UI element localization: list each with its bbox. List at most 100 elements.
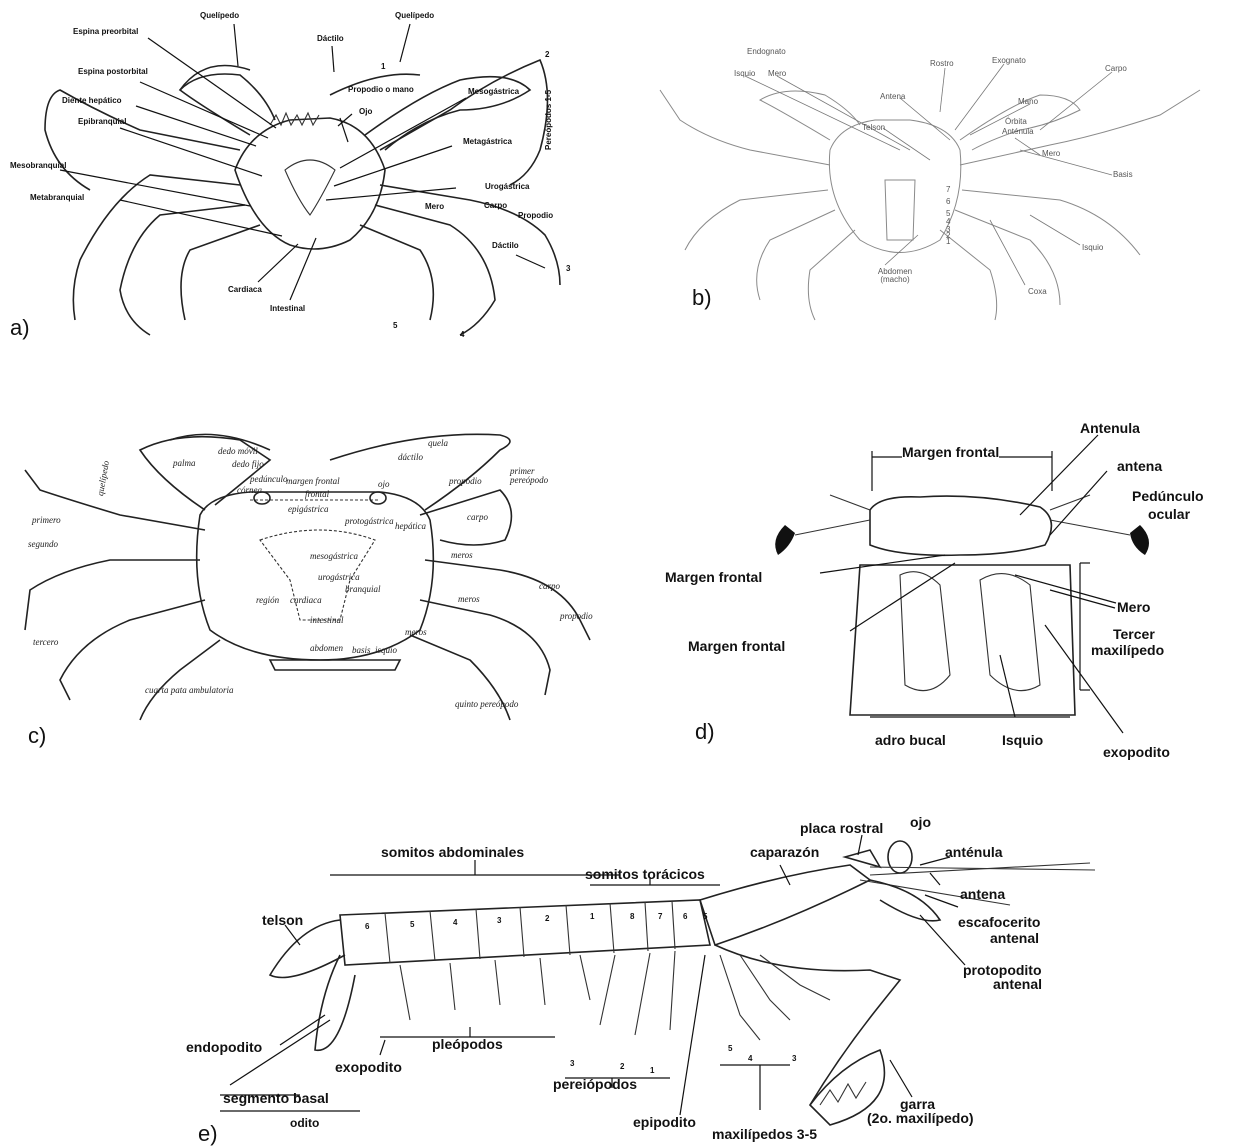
label-tercero: tercero	[33, 638, 58, 647]
label-margen-frontal-low: Margen frontal	[688, 639, 785, 653]
label-margen-frontal: margen frontal	[286, 477, 340, 486]
label-garra: garra	[900, 1097, 935, 1111]
label-pereopodos: Pereópodos 1-5	[545, 90, 553, 150]
crab-dorsal-drawing	[0, 0, 600, 350]
label-intestinal: intestinal	[310, 616, 344, 625]
label-quelipedo-right: Quelípedo	[395, 12, 434, 20]
label-isquio: Isquio	[1002, 733, 1043, 747]
segment-number: 3	[497, 917, 501, 925]
label-palma: palma	[173, 459, 196, 468]
label-antenal-2: antenal	[993, 977, 1042, 991]
segment-number: 7	[658, 913, 662, 921]
label-propodio: Propodio	[518, 212, 553, 220]
label-exopodito: exopodito	[1103, 745, 1170, 759]
label-garra-note: (2o. maxilípedo)	[867, 1111, 974, 1125]
label-orbita: Órbita	[1005, 118, 1027, 126]
maxilliped-number: 4	[748, 1055, 752, 1063]
label-protogastrica: protogástrica	[345, 517, 394, 526]
label-endognato: Endognato	[747, 48, 786, 56]
panel-d: Antenula Margen frontal antena Pedúnculo…	[620, 415, 1239, 765]
label-leg-1: 1	[381, 63, 385, 71]
label-quela: quela	[428, 439, 448, 448]
label-dactilo: dáctilo	[398, 453, 423, 462]
label-dactilo-right: Dáctilo	[492, 242, 519, 250]
label-ojo: Ojo	[359, 108, 372, 116]
panel-c: dedo móvil dedo fijo palma quela dáctilo…	[0, 420, 620, 760]
label-antenula: anténula	[945, 845, 1003, 859]
label-endopodito: endopodito	[186, 1040, 262, 1054]
segment-number: 5	[410, 921, 414, 929]
label-propodio-mano: Propodio o mano	[348, 86, 414, 94]
panel-b: Endognato Isquio Mero Rostro Exognato Ca…	[600, 0, 1239, 350]
label-antenula: Anténula	[1002, 128, 1034, 136]
label-peduncule: pedúnculo	[250, 475, 288, 484]
label-epigastrica: epigástrica	[288, 505, 329, 514]
label-diente-hepatico: Diente hepático	[62, 97, 122, 105]
panel-label-d: d)	[695, 719, 715, 745]
label-metagastrica: Metagástrica	[463, 138, 512, 146]
label-somite-1: 1	[946, 238, 950, 246]
segment-number: 8	[630, 913, 634, 921]
label-meros-1: meros	[451, 551, 473, 560]
label-espina-postorbital: Espina postorbital	[78, 68, 148, 76]
label-adro-bucal: adro bucal	[875, 733, 946, 747]
label-carpo-right: carpo	[539, 582, 560, 591]
label-frontal: frontal	[305, 490, 329, 499]
label-mano: Mano	[1018, 98, 1038, 106]
label-antenula: Antenula	[1080, 421, 1140, 435]
label-somitos-toracicos: somitos torácicos	[585, 867, 705, 881]
panel-label-b: b)	[692, 285, 712, 311]
leg-number: 2	[620, 1063, 624, 1071]
label-ocular: ocular	[1148, 507, 1190, 521]
segment-number: 6	[365, 923, 369, 931]
segment-number: 2	[545, 915, 549, 923]
label-leg-3: 3	[566, 265, 570, 273]
label-isquio: isquio	[375, 646, 397, 655]
label-region: región	[256, 596, 279, 605]
label-coxa: Coxa	[1028, 288, 1047, 296]
label-meros-2: meros	[458, 595, 480, 604]
label-espina-preorbital: Espina preorbital	[73, 28, 138, 36]
label-antenal-1: antenal	[990, 931, 1039, 945]
label-ojo: ojo	[378, 480, 390, 489]
stomatopod-lateral-drawing	[0, 805, 1239, 1144]
label-isquio-top: Isquio	[734, 70, 755, 78]
segment-number: 5	[703, 913, 707, 921]
label-somite-6: 6	[946, 198, 950, 206]
label-maxilipedo: maxilípedo	[1091, 643, 1164, 657]
label-antena: Antena	[880, 93, 905, 101]
label-cardiaca: Cardiaca	[228, 286, 262, 294]
label-mero-top: Mero	[768, 70, 786, 78]
label-exopodito: exopodito	[335, 1060, 402, 1074]
label-telson: Telson	[862, 124, 885, 132]
label-segmento-basal: segmento basal	[223, 1091, 329, 1105]
label-carpo: Carpo	[484, 202, 507, 210]
label-hepatica: hepática	[395, 522, 426, 531]
segment-number: 4	[453, 919, 457, 927]
label-cardiaca: cardiaca	[290, 596, 322, 605]
panel-e: placa rostral ojo somitos abdominales ca…	[0, 805, 1239, 1144]
label-carpo: Carpo	[1105, 65, 1127, 73]
label-propodio-right: propodio	[560, 612, 593, 621]
label-segundo: segundo	[28, 540, 58, 549]
panel-label-a: a)	[10, 315, 30, 341]
maxilliped-number: 3	[792, 1055, 796, 1063]
label-quinto-pereopodo: quinto pereópodo	[455, 700, 518, 709]
label-caparazon: caparazón	[750, 845, 819, 859]
leg-number: 3	[570, 1060, 574, 1068]
label-epipodito: epipodito	[633, 1115, 696, 1129]
panel-label-c: c)	[28, 723, 46, 749]
label-leg-4: 4	[460, 331, 464, 339]
leg-number: 1	[650, 1067, 654, 1075]
label-odito: odito	[290, 1117, 319, 1129]
label-leg-2: 2	[545, 51, 549, 59]
maxilliped-number: 5	[728, 1045, 732, 1053]
label-carpo-top: carpo	[467, 513, 488, 522]
label-branquial: branquial	[345, 585, 381, 594]
label-somite-7: 7	[946, 186, 950, 194]
label-cornea: córnea	[237, 486, 262, 495]
label-pleopodos: pleópodos	[432, 1037, 503, 1051]
label-margen-frontal-top: Margen frontal	[902, 445, 999, 459]
label-rostro: Rostro	[930, 60, 954, 68]
label-peduncule: Pedúnculo	[1132, 489, 1204, 503]
